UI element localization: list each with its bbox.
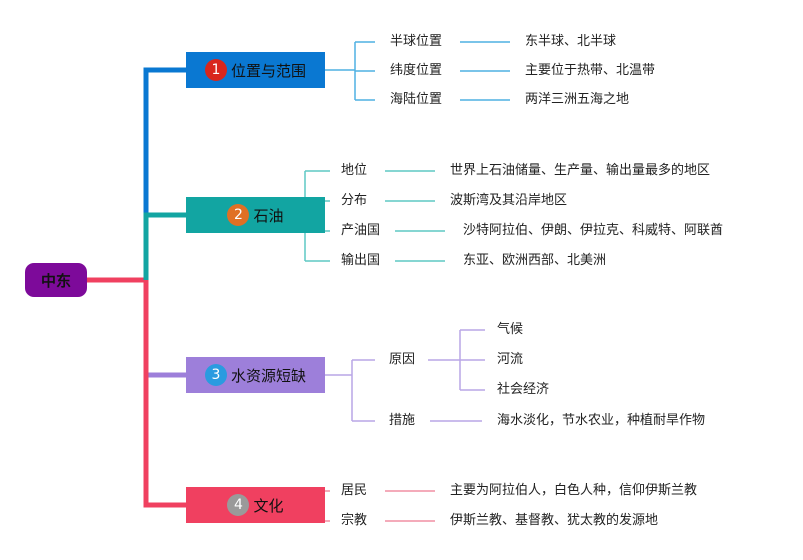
topic-number-badge: 1 [204,59,227,81]
subtopic-label[interactable]: 半球位置 [390,34,443,49]
topic-label: 位置与范围 [230,61,306,80]
subtopic-label[interactable]: 产油国 [341,223,381,238]
topic-node-1[interactable]: 1 位置与范围 [186,52,325,88]
branch-line-3 [143,280,186,378]
subtopic-label[interactable]: 地位 [341,163,368,178]
subtopic-detail[interactable]: 沙特阿拉伯、伊朗、伊拉克、科威特、阿联酋 [463,223,724,238]
subtopic-detail[interactable]: 东亚、欧洲西部、北美洲 [463,253,607,268]
cause-item[interactable]: 气候 [497,322,524,337]
subtopic-label[interactable]: 分布 [341,193,368,208]
cause-item[interactable]: 河流 [497,352,524,367]
subtopic-label[interactable]: 输出国 [341,253,381,268]
subtopic-detail[interactable]: 伊斯兰教、基督教、犹太教的发源地 [450,513,659,528]
subtopic-detail[interactable]: 波斯湾及其沿岸地区 [450,193,568,208]
subtopic-label[interactable]: 纬度位置 [390,63,443,78]
subtopic-detail[interactable]: 海水淡化，节水农业，种植耐旱作物 [497,413,706,428]
subtopic-detail[interactable]: 东半球、北半球 [525,34,617,49]
branch-line-2 [143,212,186,280]
topic-number-badge: 3 [204,364,227,386]
topic-number-badge: 2 [227,204,250,226]
topic-number-badge: 4 [227,494,250,516]
topic-label: 石油 [253,206,284,225]
topic-node-2[interactable]: 2 石油 [186,197,325,233]
topic-node-3[interactable]: 3 水资源短缺 [186,357,325,393]
topic1-connectors [325,41,510,101]
branch-line-1 [143,67,186,280]
subtopic-label[interactable]: 海陆位置 [390,92,443,107]
subtopic-detail[interactable]: 两洋三洲五海之地 [525,92,630,107]
cause-item[interactable]: 社会经济 [497,382,550,397]
subtopic-detail[interactable]: 主要位于热带、北温带 [525,63,656,78]
subtopic-label[interactable]: 措施 [389,413,416,428]
topic2-connectors [304,170,445,262]
topic-label: 文化 [253,496,284,515]
root-node[interactable]: 中东 [25,263,87,297]
branch-line-4 [143,280,186,508]
subtopic-label[interactable]: 宗教 [341,513,368,528]
topic3-connectors [325,329,485,422]
subtopic-label[interactable]: 居民 [341,483,368,498]
topic-node-4[interactable]: 4 文化 [186,487,325,523]
subtopic-detail[interactable]: 主要为阿拉伯人，白色人种，信仰伊斯兰教 [450,483,698,498]
subtopic-label[interactable]: 原因 [389,352,416,367]
topic-label: 水资源短缺 [230,366,306,385]
subtopic-detail[interactable]: 世界上石油储量、生产量、输出量最多的地区 [450,163,711,178]
